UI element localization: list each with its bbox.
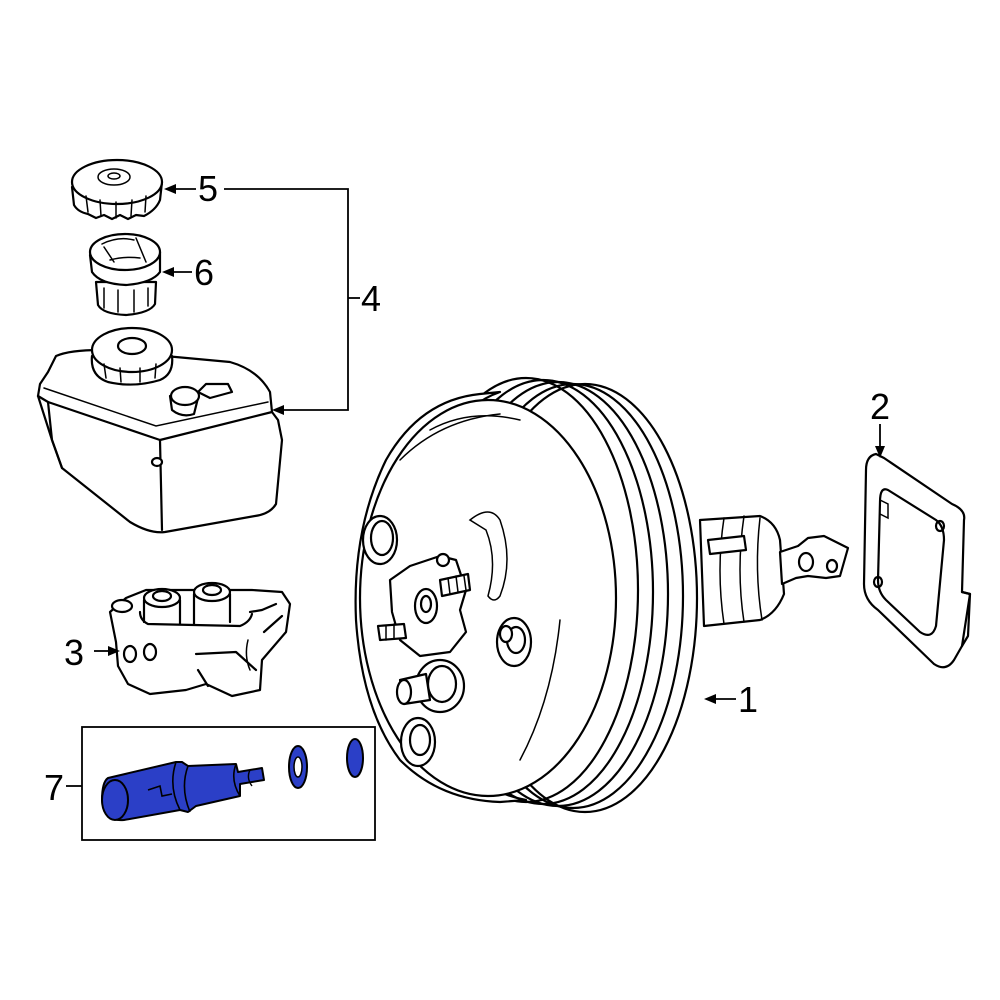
part-4-fluid-reservoir[interactable] [36,326,284,534]
callout-6-label: 6 [194,252,214,293]
part-2-gasket[interactable] [862,452,972,669]
part-6-reservoir-strainer[interactable] [88,232,162,317]
part-7-box [81,726,376,841]
part-5-reservoir-cap[interactable] [70,158,164,221]
callout-3-label: 3 [64,632,84,673]
callout-7-label: 7 [44,767,64,808]
part-3-master-cylinder[interactable] [108,581,292,698]
callout-2-label: 2 [870,386,890,427]
part-1-brake-booster[interactable] [354,376,850,814]
callout-5-label: 5 [198,168,218,209]
callout-4-label: 4 [361,278,381,319]
part-7-piston-kit[interactable] [101,738,364,822]
callout-leaders [66,184,885,787]
callout-1-label: 1 [738,679,758,720]
